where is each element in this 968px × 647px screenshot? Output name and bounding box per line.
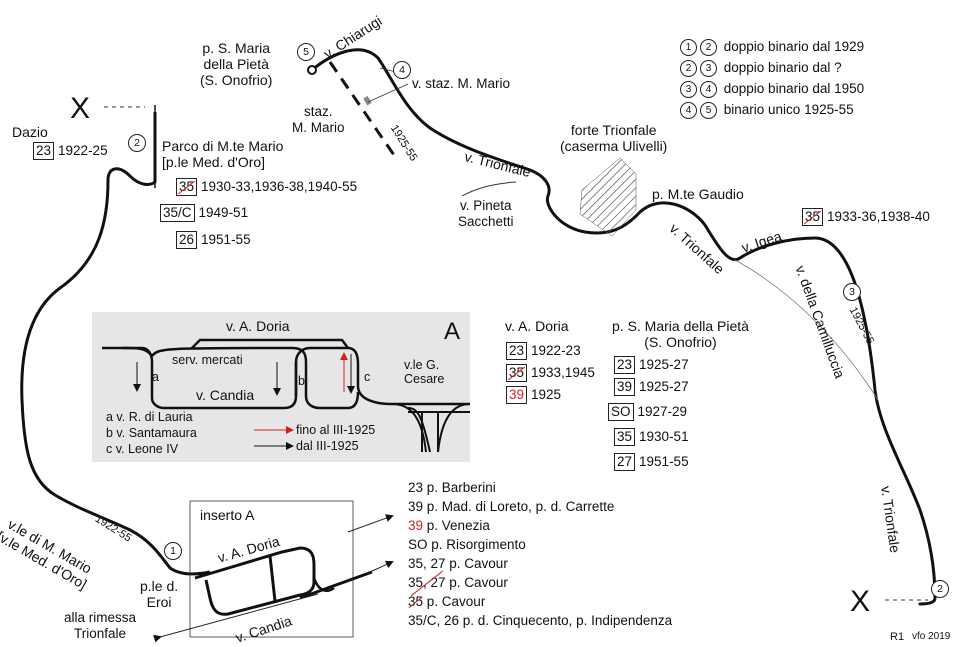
destination: 35, 27 p. Cavour xyxy=(408,556,508,571)
route-chiarugi-trionfale xyxy=(310,48,937,606)
doria-block-title: v. A. Doria xyxy=(505,318,569,334)
destination: 35/C, 26 p. d. Cinquecento, p. Indipende… xyxy=(408,613,673,628)
inset-arrow-red-label: fino al III-1925 xyxy=(296,423,376,437)
terminus-circle xyxy=(307,65,317,75)
street-staz-mmario: v. staz. M. Mario xyxy=(412,76,511,91)
rimessa-line xyxy=(153,593,319,643)
dest-arrow-1 xyxy=(347,514,394,533)
inset-note-c: c v. Leone IV xyxy=(106,442,179,456)
destination: SO p. Risorgimento xyxy=(408,537,526,552)
inset-c-letter: c xyxy=(364,370,371,384)
inset-b-letter: b xyxy=(298,374,305,388)
insert-tracks xyxy=(194,546,316,616)
street-pineta-sacchetti: v. Pineta Sacchetti xyxy=(458,198,514,229)
rimessa-label: alla rimessa Trionfale xyxy=(64,610,137,641)
inset-note-a: a v. R. di Lauria xyxy=(106,410,193,424)
station-mmario-label: staz. M. Mario xyxy=(292,104,345,135)
parco-title: Parco di M.te Mario [p.le Med. d'Oro] xyxy=(162,138,284,170)
credit-author: vfo 2019 xyxy=(912,631,951,642)
thin-connector xyxy=(734,259,879,401)
destination: 39 p. Mad. di Loreto, p. d. Carrette xyxy=(408,499,615,514)
forte-trionfale-label: forte Trionfale (caserma Ulivelli) xyxy=(560,122,668,154)
inset-a: A v. A. Doria serv. mercati v. Candia v.… xyxy=(92,312,470,462)
destination: 35, 27 p. Cavour xyxy=(408,575,508,590)
insert-track-mid xyxy=(268,555,277,602)
inset-doria: v. A. Doria xyxy=(226,318,290,334)
pineta-line xyxy=(461,181,517,197)
route-mmario xyxy=(20,112,211,576)
node-2-end: 2 xyxy=(931,580,949,598)
piazza-monte-gaudio: p. M.te Gaudio xyxy=(652,186,744,202)
smaria-block-title: p. S. Maria della Pietà (S. Onofrio) xyxy=(612,318,749,350)
node-3: 3 xyxy=(843,283,861,301)
terminus-santa-maria-label: p. S. Maria della Pietà (S. Onofrio) xyxy=(200,40,273,88)
destination: 39 p. Venezia xyxy=(408,518,490,533)
inset-a-letter: a xyxy=(152,370,159,384)
node-4: 4 xyxy=(393,61,411,79)
end-cross: X xyxy=(850,585,871,618)
leader-staz-mmario xyxy=(367,83,409,103)
piazzale-eroi: p.le d. Eroi xyxy=(140,578,179,610)
destination: 23 p. Barberini xyxy=(408,480,496,495)
inset-serv: serv. mercati xyxy=(172,353,243,367)
inset-a-diagram xyxy=(102,338,470,453)
dest-arrow-2 xyxy=(369,560,394,573)
node-5: 5 xyxy=(297,43,315,61)
destination: 35 p. Cavour xyxy=(408,594,486,609)
dazio-cross: X xyxy=(70,92,91,125)
dazio-label: Dazio xyxy=(12,124,48,140)
node-1: 1 xyxy=(164,542,182,560)
station-marker xyxy=(363,96,372,106)
inset-note-b: b v. Santamaura xyxy=(106,426,197,440)
inset-cesare: v.le G. Cesare xyxy=(404,358,445,386)
insert-candia-line xyxy=(299,570,373,600)
insert-title: inserto A xyxy=(200,507,255,523)
inset-letter: A xyxy=(444,318,461,345)
inset-candia: v. Candia xyxy=(196,387,255,403)
inset-arrow-black-label: dal III-1925 xyxy=(296,439,359,453)
insert-box xyxy=(189,500,354,638)
node-2-dazio: 2 xyxy=(128,134,146,152)
credit-code: R1 xyxy=(890,631,905,643)
insert-c-curve xyxy=(312,577,335,592)
forte-trionfale-area xyxy=(579,157,637,237)
